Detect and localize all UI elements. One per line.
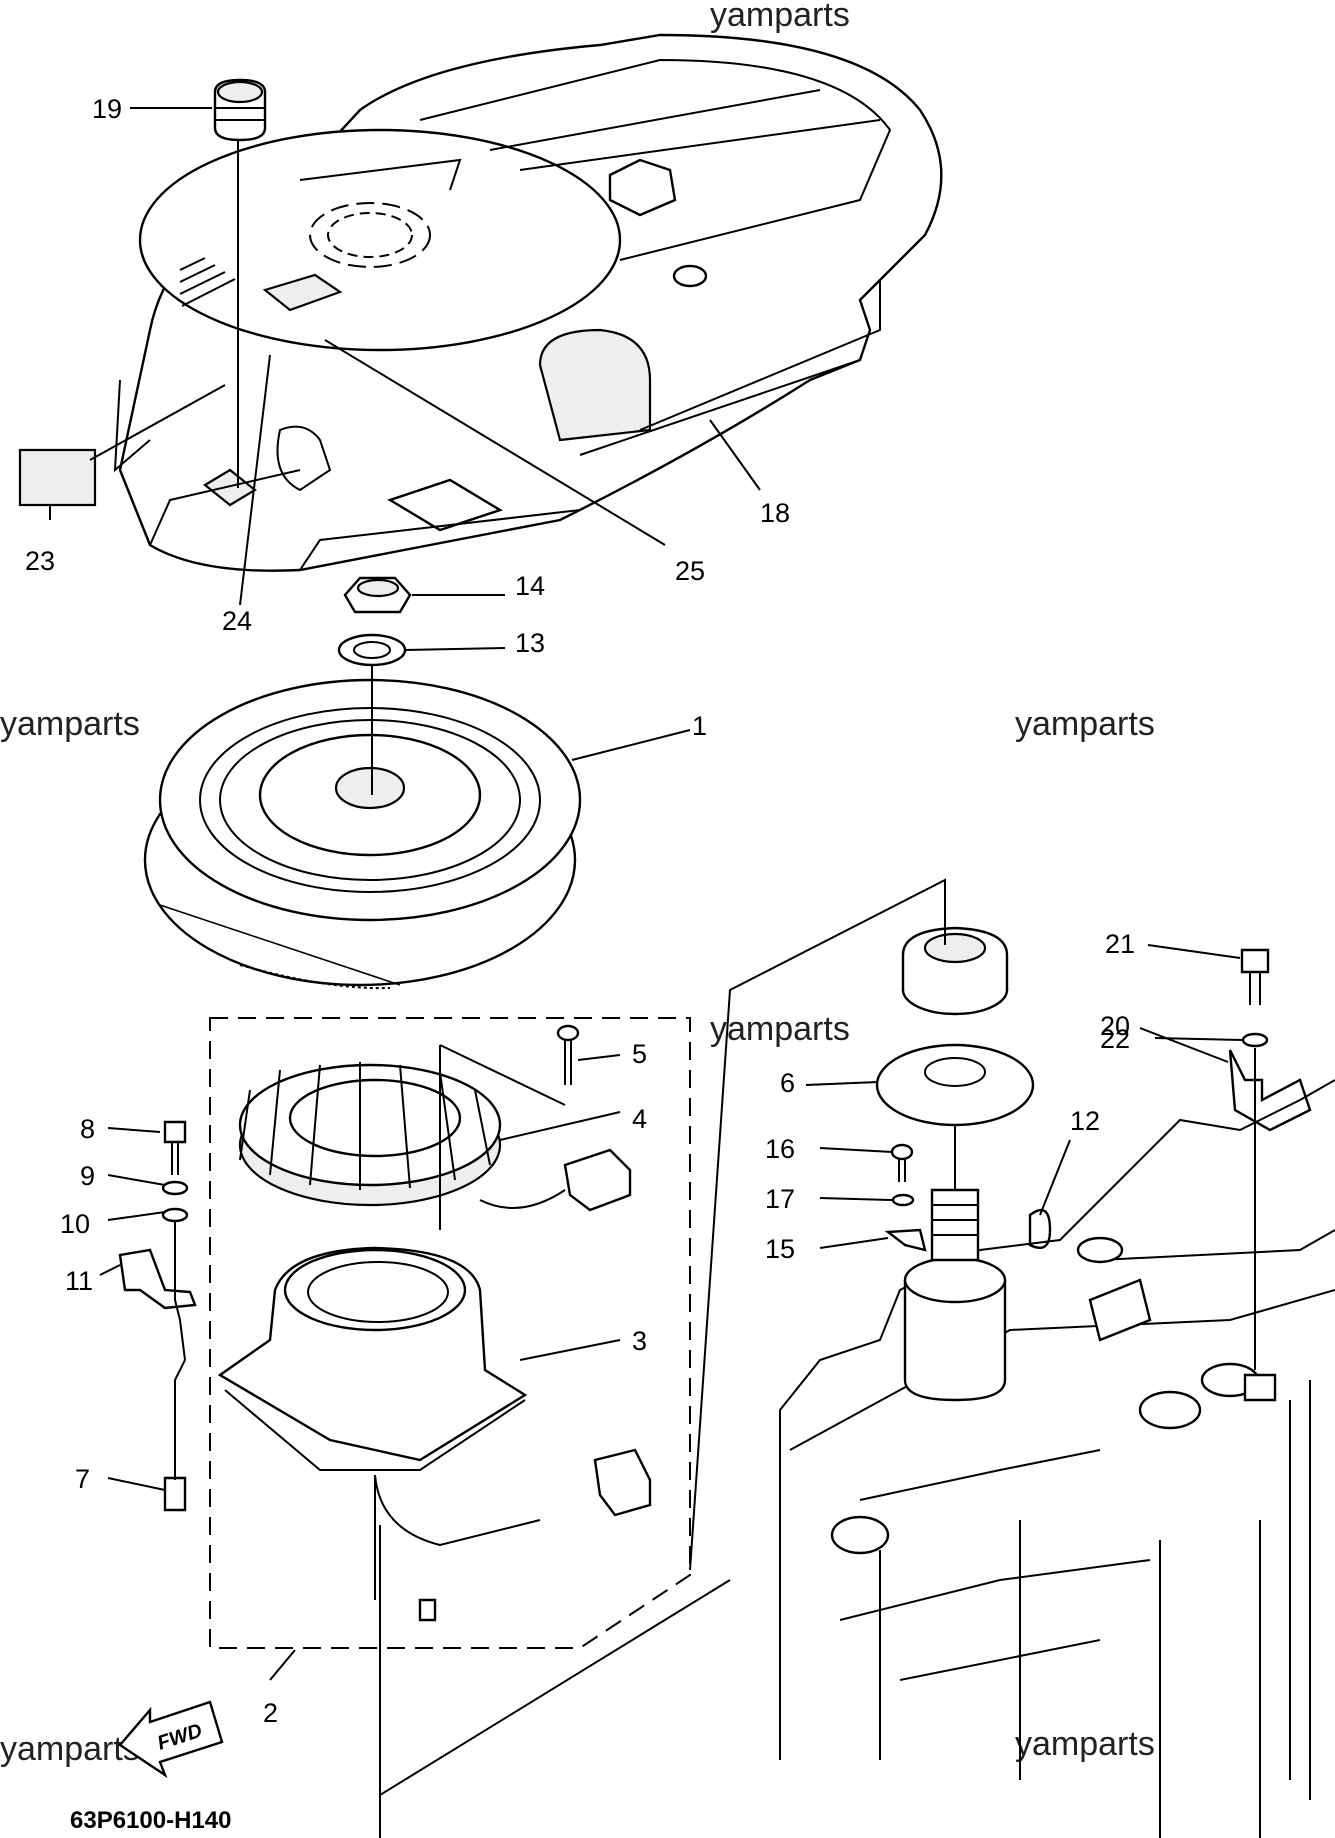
bolt-21 bbox=[1240, 948, 1270, 1005]
watermark-top: yamparts bbox=[710, 0, 850, 34]
leader-lines bbox=[49, 107, 1256, 1838]
plate-6 bbox=[875, 1043, 1035, 1127]
callout-17: 17 bbox=[765, 1184, 795, 1214]
callout-23: 23 bbox=[25, 546, 55, 576]
callout-6: 6 bbox=[780, 1068, 795, 1098]
flywheel-magneto bbox=[143, 678, 582, 990]
callout-8: 8 bbox=[80, 1114, 95, 1144]
stator-assembly-boundary bbox=[209, 1017, 691, 1649]
callout-7: 7 bbox=[75, 1464, 90, 1494]
callout-24: 24 bbox=[222, 606, 252, 636]
callout-labels: 19 23 24 25 18 14 13 1 5 4 8 9 10 11 3 7… bbox=[25, 94, 1135, 1728]
callout-22: 22 bbox=[1100, 1024, 1130, 1054]
watermark-right: yamparts bbox=[1015, 705, 1155, 743]
powerhead-block bbox=[779, 1079, 1335, 1838]
callout-11: 11 bbox=[65, 1266, 93, 1296]
watermark-middle: yamparts bbox=[710, 1010, 850, 1048]
stator-screw bbox=[556, 1024, 580, 1085]
bolt-16 bbox=[890, 1143, 914, 1182]
callout-2: 2 bbox=[263, 1698, 278, 1728]
watermark-bottom-right: yamparts bbox=[1015, 1725, 1155, 1763]
callout-12: 12 bbox=[1070, 1106, 1100, 1136]
callout-25: 25 bbox=[675, 556, 705, 586]
base-screw bbox=[418, 1598, 437, 1622]
callout-13: 13 bbox=[515, 628, 545, 658]
callout-15: 15 bbox=[765, 1234, 795, 1264]
stator-base bbox=[217, 1246, 652, 1547]
callout-4: 4 bbox=[632, 1104, 647, 1134]
callout-5: 5 bbox=[632, 1039, 647, 1069]
woodruff-key bbox=[1028, 1208, 1052, 1250]
collar bbox=[163, 1476, 187, 1512]
callout-21: 21 bbox=[1105, 929, 1135, 959]
callout-10: 10 bbox=[60, 1209, 90, 1239]
drawing-code: 63P6100-H140 bbox=[70, 1807, 231, 1834]
key-15 bbox=[884, 1228, 927, 1252]
callout-20: 20 bbox=[1100, 1011, 1130, 1041]
callout-14: 14 bbox=[515, 571, 545, 601]
washer-17 bbox=[891, 1193, 915, 1207]
fwd-direction-arrow: FWD bbox=[118, 1700, 224, 1779]
callout-9: 9 bbox=[80, 1161, 95, 1191]
callout-3: 3 bbox=[632, 1326, 647, 1356]
watermark-left: yamparts bbox=[0, 705, 140, 743]
flywheel-nut bbox=[343, 576, 412, 614]
cable-clamp bbox=[118, 1248, 197, 1310]
bracket-20 bbox=[1228, 1049, 1312, 1132]
flywheel-cover bbox=[113, 33, 943, 572]
starter-pulley bbox=[901, 926, 1009, 1016]
stator-coil bbox=[238, 1062, 632, 1212]
grommet bbox=[213, 78, 267, 142]
label-plate-23 bbox=[18, 448, 97, 507]
washer-22 bbox=[1241, 1032, 1269, 1048]
flywheel-washer bbox=[337, 633, 407, 667]
callout-19: 19 bbox=[92, 94, 122, 124]
washer-9 bbox=[161, 1180, 189, 1196]
callout-16: 16 bbox=[765, 1134, 795, 1164]
washer-10 bbox=[161, 1207, 189, 1223]
bolt-8 bbox=[163, 1120, 187, 1175]
callout-18: 18 bbox=[760, 498, 790, 528]
callout-1: 1 bbox=[692, 711, 707, 741]
watermark-bottom-left: yamparts bbox=[0, 1730, 140, 1768]
